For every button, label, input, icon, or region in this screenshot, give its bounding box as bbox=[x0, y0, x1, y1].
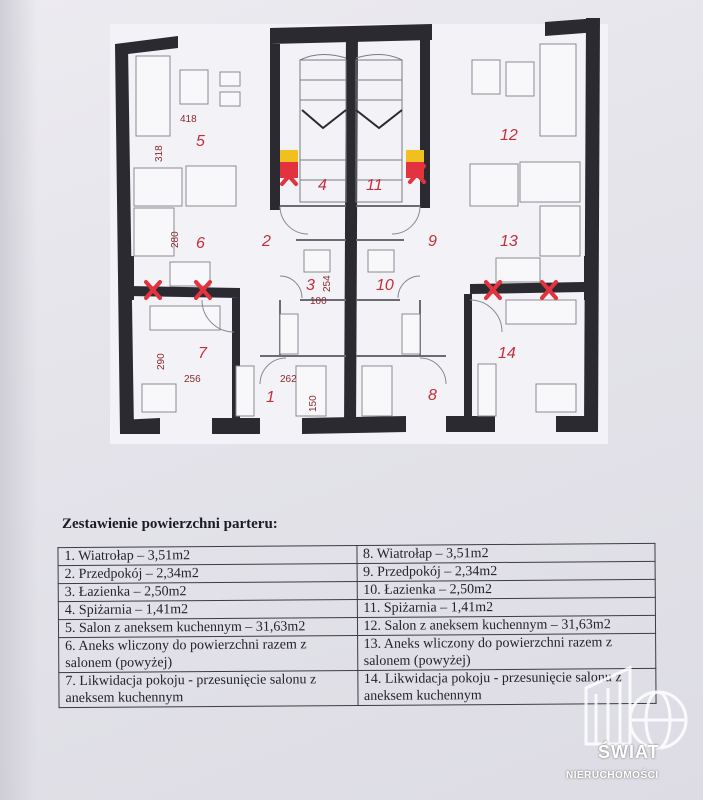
room-14-label: 14 bbox=[498, 345, 516, 362]
table-cell: 7. Likwidacja pokoju - przesunięcie salo… bbox=[58, 670, 358, 708]
pantry-block-left-red bbox=[280, 162, 298, 178]
room-12-label: 12 bbox=[500, 127, 518, 144]
furniture bbox=[133, 43, 581, 417]
watermark-logo-icon bbox=[584, 665, 688, 750]
table-cell: 9. Przedpokój – 2,34m2 bbox=[356, 561, 656, 582]
table-heading: Zestawienie powierzchni parteru: bbox=[62, 516, 278, 532]
room-10-label: 10 bbox=[376, 277, 394, 294]
dim-262: 262 bbox=[280, 374, 297, 385]
table-cell: 5. Salon z aneksem kuchennym – 31,63m2 bbox=[58, 617, 358, 638]
table-cell: 6. Aneks wliczony do powierzchni razem z… bbox=[58, 635, 358, 673]
stairs bbox=[299, 54, 403, 203]
table-cell: 1. Wiatrołap – 3,51m2 bbox=[57, 545, 357, 566]
room-7-label: 7 bbox=[198, 345, 208, 362]
room-6-label: 6 bbox=[196, 235, 205, 252]
watermark-subtitle: NIERUCHOMOŚCI bbox=[566, 770, 659, 781]
room-9-label: 9 bbox=[428, 233, 437, 250]
dim-290: 290 bbox=[156, 353, 167, 370]
room-4-label: 4 bbox=[318, 177, 327, 194]
room-1-label: 1 bbox=[266, 389, 275, 406]
dim-256: 256 bbox=[184, 374, 201, 385]
room-11-label: 11 bbox=[366, 177, 383, 194]
table-cell: 8. Wiatrołap – 3,51m2 bbox=[356, 543, 656, 564]
dim-318: 318 bbox=[154, 145, 165, 162]
dim-100: 100 bbox=[310, 296, 327, 307]
dim-150: 150 bbox=[308, 395, 319, 412]
removal-markers bbox=[144, 164, 558, 300]
dim-280: 280 bbox=[170, 231, 181, 248]
dim-418: 418 bbox=[180, 114, 197, 125]
door-arcs bbox=[201, 205, 503, 385]
table-cell: 11. Spiżarnia – 1,41m2 bbox=[356, 597, 656, 618]
table-cell: 4. Spiżarnia – 1,41m2 bbox=[58, 599, 357, 620]
dim-254: 254 bbox=[322, 275, 333, 292]
room-13-label: 13 bbox=[500, 233, 518, 250]
room-5-label: 5 bbox=[196, 133, 205, 150]
table-cell: 12. Salon z aneksem kuchennym – 31,63m2 bbox=[356, 615, 656, 636]
page-shadow bbox=[0, 0, 38, 800]
watermark-title: ŚWIAT bbox=[598, 742, 660, 762]
table-cell: 3. Łazienka – 2,50m2 bbox=[58, 581, 357, 602]
room-8-label: 8 bbox=[428, 387, 437, 404]
room-2-label: 2 bbox=[261, 233, 271, 250]
room-3-label: 3 bbox=[306, 277, 315, 294]
floor-plan: 5 12 4 11 6 2 9 13 3 10 7 14 1 8 418 318… bbox=[110, 18, 608, 444]
table-cell: 10. Łazienka – 2,50m2 bbox=[356, 579, 656, 600]
table-cell: 2. Przedpokój – 2,34m2 bbox=[58, 563, 357, 584]
